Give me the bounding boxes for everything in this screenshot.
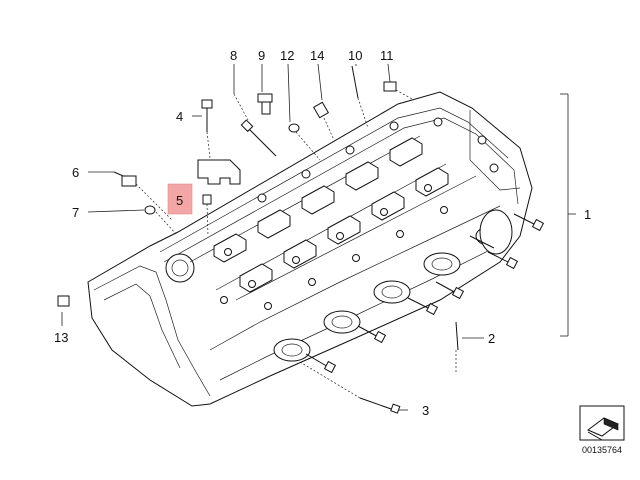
part-10-stud [351,65,359,99]
callout-4: 4 [176,109,183,124]
part-9-fitting [257,93,273,115]
callout-11: 11 [380,48,394,63]
callout-10: 10 [348,48,362,63]
callout-13: 13 [54,330,68,345]
catalog-number: 00135764 [582,445,622,455]
part-7-washer [144,205,156,215]
part-13-plug [57,295,70,307]
callout-1: 1 [584,207,591,222]
part-8-bolt [240,119,277,157]
part-3-stud [359,397,401,414]
camshaft-bearing-caps [213,117,499,310]
part-2-stud [455,321,459,351]
callout-2: 2 [488,331,495,346]
catalog-stamp: 00135764 [579,405,625,455]
exhaust-studs [305,213,545,374]
exploded-bearing-cap [197,159,241,185]
callout-7: 7 [72,205,79,220]
part-6-fitting [113,171,137,187]
callout-6: 6 [72,165,79,180]
part-11-plug [383,81,397,92]
callout-9: 9 [258,48,265,63]
callout-8: 8 [230,48,237,63]
callout-12: 12 [280,48,294,63]
part-14-sleeve [312,101,330,119]
callout-14: 14 [310,48,324,63]
leader-lines [61,63,576,411]
part-4-bolt [201,99,213,132]
part-5-sleeve [202,194,212,205]
callout-labels: 1 2 3 4 5 6 7 8 9 10 11 12 13 14 [54,48,591,418]
part-12-washer [288,123,300,133]
callout-5: 5 [176,193,183,208]
callout-3: 3 [422,403,429,418]
callout-5-highlight [167,183,193,215]
